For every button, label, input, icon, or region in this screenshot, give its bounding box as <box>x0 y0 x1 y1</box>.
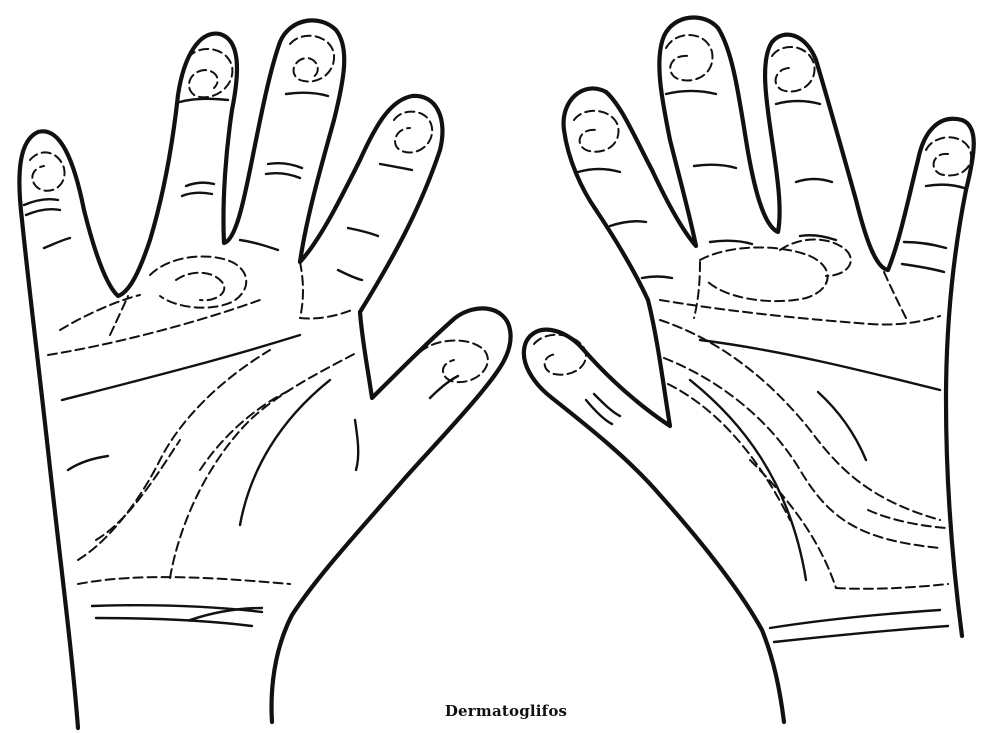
left-middle-fingertip-whorl <box>290 36 334 82</box>
right-thumb-crease-1 <box>586 400 612 424</box>
left-little-finger-crease-1 <box>24 199 58 205</box>
right-thumb-whorl <box>534 335 586 375</box>
right-hand <box>524 18 974 722</box>
left-index-fingertip-whorl <box>394 112 432 153</box>
left-ring-finger-crease-3 <box>182 193 212 196</box>
right-palm-ridge-4 <box>660 320 940 520</box>
left-finger-base-crease <box>240 240 278 250</box>
left-thumb-whorl <box>420 340 488 382</box>
right-little-finger-crease-1 <box>926 185 964 188</box>
left-middle-finger-crease-3 <box>266 173 300 178</box>
right-little-finger-crease-3 <box>902 264 944 272</box>
left-palm-ridge-9 <box>200 390 290 470</box>
left-wrist-crease-2 <box>96 618 252 626</box>
right-palm-ridge-2 <box>694 262 700 318</box>
right-palm-ridge-6 <box>668 384 790 520</box>
right-index-finger-crease-2 <box>610 221 646 226</box>
left-interdigital-loop <box>150 256 246 307</box>
right-little-finger-crease-2 <box>904 242 946 248</box>
left-palm-ridge-2 <box>60 295 140 330</box>
right-ring-finger-crease-2 <box>796 179 832 182</box>
right-ring-finger-crease-1 <box>776 101 820 104</box>
left-middle-finger-crease-2 <box>268 163 302 168</box>
right-wrist-crease-2 <box>774 626 948 642</box>
left-thumb-crease-2 <box>430 376 458 398</box>
left-little-fingertip-whorl <box>30 152 65 190</box>
left-interdigital-loop-inner <box>176 273 224 301</box>
left-palm-ridge-5 <box>300 310 352 319</box>
left-palm-short-crease <box>68 456 108 470</box>
figure-caption: Dermatoglifos <box>0 702 992 720</box>
left-hand-outline <box>19 20 510 728</box>
left-little-finger-crease-2 <box>26 209 60 215</box>
right-middle-finger-crease-2 <box>694 165 736 168</box>
left-index-finger-crease-2 <box>348 228 378 236</box>
figure-caption-text: Dermatoglifos <box>445 702 567 720</box>
left-palm-ridge-8 <box>170 352 358 578</box>
left-index-finger-crease-1 <box>380 164 412 170</box>
left-middle-finger-crease-1 <box>286 93 328 96</box>
left-thenar-ridge <box>78 577 290 584</box>
right-index-fingertip-whorl <box>574 111 619 152</box>
right-wrist-crease-1 <box>770 610 940 628</box>
left-palm-ridge-4 <box>300 262 303 318</box>
left-thenar-crease <box>240 380 330 525</box>
right-palm-ridge-8 <box>836 584 948 589</box>
left-ring-fingertip-whorl <box>188 49 232 97</box>
left-little-finger-crease-3 <box>44 238 70 248</box>
right-middle-finger-crease-3 <box>710 241 752 244</box>
right-index-finger-crease-3 <box>642 277 672 279</box>
right-middle-finger-crease-1 <box>666 91 716 94</box>
right-index-finger-crease-1 <box>578 169 620 172</box>
left-ring-finger-crease-1 <box>180 99 228 102</box>
right-distal-palmar-crease <box>700 340 940 390</box>
right-middle-fingertip-whorl <box>666 35 712 81</box>
right-palm-ridge-3 <box>884 272 906 318</box>
left-index-finger-crease-3 <box>338 270 362 280</box>
left-hand <box>19 20 510 728</box>
right-interdigital-loop <box>700 247 828 301</box>
left-thumb-crease-1 <box>355 420 358 470</box>
left-palm-ridge-1 <box>48 300 260 355</box>
left-ring-finger-crease-2 <box>186 183 214 186</box>
right-ring-fingertip-whorl <box>772 47 815 92</box>
right-little-fingertip-whorl <box>926 137 971 175</box>
